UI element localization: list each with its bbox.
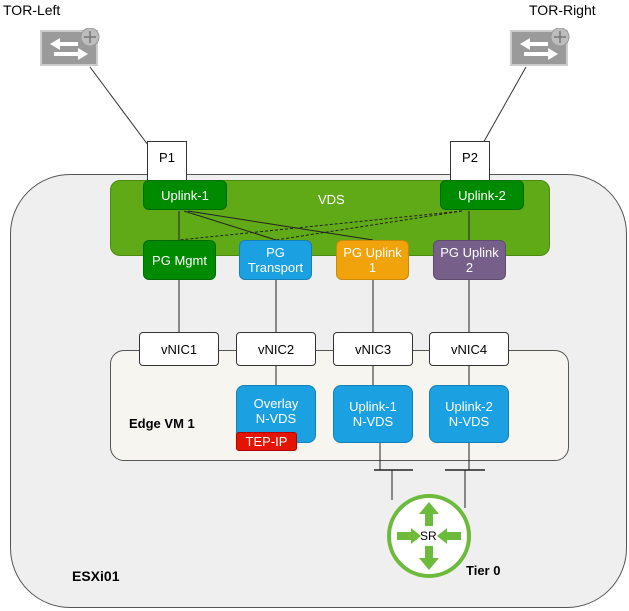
nvds-uplink-2-line2: N-VDS bbox=[448, 414, 490, 429]
tier0-sr-router[interactable]: SR bbox=[385, 492, 473, 580]
link-tor-left-p1 bbox=[89, 66, 149, 146]
vds-uplink-1[interactable]: Uplink-1 bbox=[143, 180, 227, 210]
link-uplink2-pgmgmt bbox=[178, 210, 463, 241]
l3-switch-icon bbox=[40, 27, 100, 66]
nvds-uplink-2-line1: Uplink-2 bbox=[445, 399, 493, 414]
pg-uplink-2-line1: PG Uplink bbox=[440, 245, 499, 260]
tor-left-switch[interactable] bbox=[40, 27, 100, 68]
link-tor-right-p2 bbox=[481, 66, 527, 146]
nvds-uplink-1-line2: N-VDS bbox=[352, 414, 394, 429]
nvds-uplink-1-line1: Uplink-1 bbox=[349, 399, 397, 414]
tep-ip-badge: TEP-IP bbox=[236, 432, 297, 451]
vnic-4[interactable]: vNIC4 bbox=[429, 332, 509, 366]
l3-switch-icon bbox=[510, 27, 570, 66]
router-label: SR bbox=[420, 529, 437, 543]
nvds-overlay-line1: Overlay bbox=[253, 396, 299, 411]
pg-transport-line2: Transport bbox=[247, 260, 304, 275]
pg-uplink-2-line2: 2 bbox=[465, 260, 474, 275]
pg-mgmt-label: PG Mgmt bbox=[152, 252, 207, 268]
vnic-3[interactable]: vNIC3 bbox=[333, 332, 413, 366]
vnic-2[interactable]: vNIC2 bbox=[236, 332, 316, 366]
port-p1[interactable]: P1 bbox=[147, 141, 187, 183]
vds-uplink-2[interactable]: Uplink-2 bbox=[440, 180, 524, 210]
nvds-overlay-line2: N-VDS bbox=[255, 411, 297, 426]
pg-uplink-1-line1: PG Uplink bbox=[343, 245, 402, 260]
link-uplink2-pgtransport bbox=[275, 210, 463, 241]
router-icon bbox=[387, 494, 471, 578]
vnic-1[interactable]: vNIC1 bbox=[139, 332, 219, 366]
tor-right-label: TOR-Right bbox=[529, 2, 596, 18]
tor-left-label: TOR-Left bbox=[3, 2, 61, 18]
edge-vm-label: Edge VM 1 bbox=[129, 416, 195, 431]
host-label: ESXi01 bbox=[72, 568, 120, 584]
pg-uplink-1-line2: 1 bbox=[368, 260, 377, 275]
tier0-label: Tier 0 bbox=[466, 563, 501, 578]
link-uplink1-pguplink1 bbox=[187, 210, 374, 241]
link-uplink1-pgtransport bbox=[183, 210, 277, 241]
port-p2[interactable]: P2 bbox=[450, 141, 490, 183]
tor-right-switch[interactable] bbox=[510, 27, 570, 68]
vds-label: VDS bbox=[318, 192, 345, 207]
pg-mgmt[interactable]: PG Mgmt bbox=[143, 240, 216, 280]
pg-transport-line1: PG bbox=[266, 245, 285, 260]
